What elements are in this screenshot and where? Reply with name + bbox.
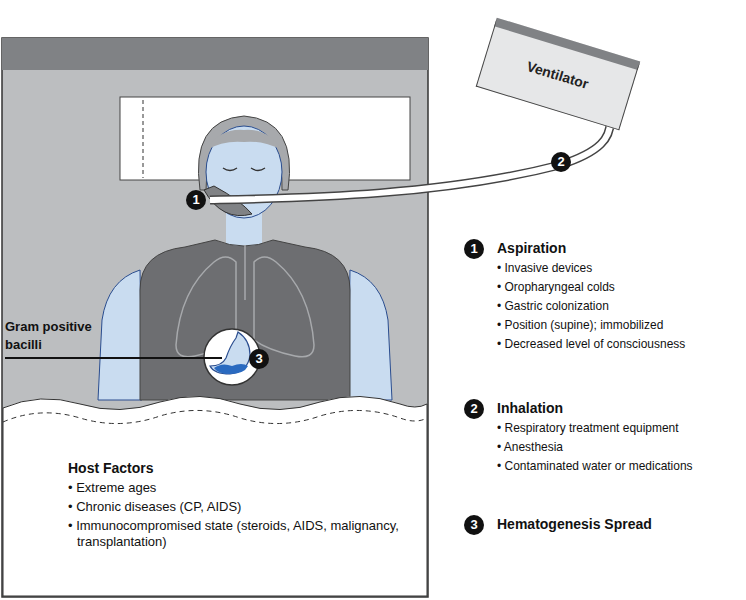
- device-label: Ventilator: [485, 46, 631, 105]
- risk-item: • Position (supine); immobilized: [497, 317, 746, 333]
- room-background: [2, 38, 428, 597]
- right-arm: [348, 270, 392, 400]
- shirt: [140, 240, 350, 400]
- risk-item: • Gastric colonization: [497, 298, 746, 314]
- stomach: [210, 332, 250, 374]
- callout-number: 3: [464, 515, 484, 535]
- trachea: [244, 245, 246, 300]
- ventilator-tube: [210, 118, 610, 200]
- ventilator-tube-outline: [210, 118, 610, 200]
- host-heading: Host Factors: [68, 460, 368, 476]
- route-heading: Hematogenesis Spread: [497, 516, 737, 532]
- callout-disc: [551, 152, 571, 172]
- risk-item: • Respiratory treatment equipment: [497, 420, 746, 436]
- blanket-seam: [3, 410, 427, 423]
- blanket: [3, 396, 427, 596]
- closed-eyes: [223, 168, 265, 171]
- callout-disc: [464, 239, 484, 259]
- left-arm: [98, 270, 142, 400]
- right-lung: [254, 257, 314, 357]
- pillow-seam: [143, 100, 144, 178]
- fringe: [206, 130, 282, 150]
- host-factor: • Immunocompromised state (steroids, AID…: [68, 518, 407, 550]
- callout-disc: [464, 399, 484, 419]
- risk-item: • Oropharyngeal colds: [497, 279, 746, 295]
- risk-item: • Contaminated water or medications: [497, 458, 746, 474]
- bacilli-cluster: [214, 364, 248, 374]
- callout-number: 2: [464, 399, 484, 419]
- callout-number: 1: [464, 239, 484, 259]
- organism-label: Gram positive bacilli: [5, 318, 125, 354]
- risk-item: • Anesthesia: [497, 439, 746, 455]
- ventilator-box: Ventilator: [476, 18, 640, 131]
- route-heading: Inhalation: [497, 400, 727, 416]
- callout-number: 3: [249, 349, 269, 369]
- host-factor: • Extreme ages: [68, 480, 407, 496]
- callout-disc: [249, 349, 269, 369]
- risk-item: • Decreased level of consciousness: [497, 336, 746, 352]
- callout-disc: [186, 190, 206, 210]
- callout-disc: [464, 515, 484, 535]
- risk-item: • Invasive devices: [497, 260, 746, 276]
- callout-number: 2: [551, 152, 571, 172]
- host-factor: • Chronic diseases (CP, AIDS): [68, 499, 407, 515]
- route-heading: Aspiration: [497, 240, 727, 256]
- leader-line: [5, 357, 222, 359]
- callout-number: 1: [186, 190, 206, 210]
- wall-strip: [2, 38, 428, 70]
